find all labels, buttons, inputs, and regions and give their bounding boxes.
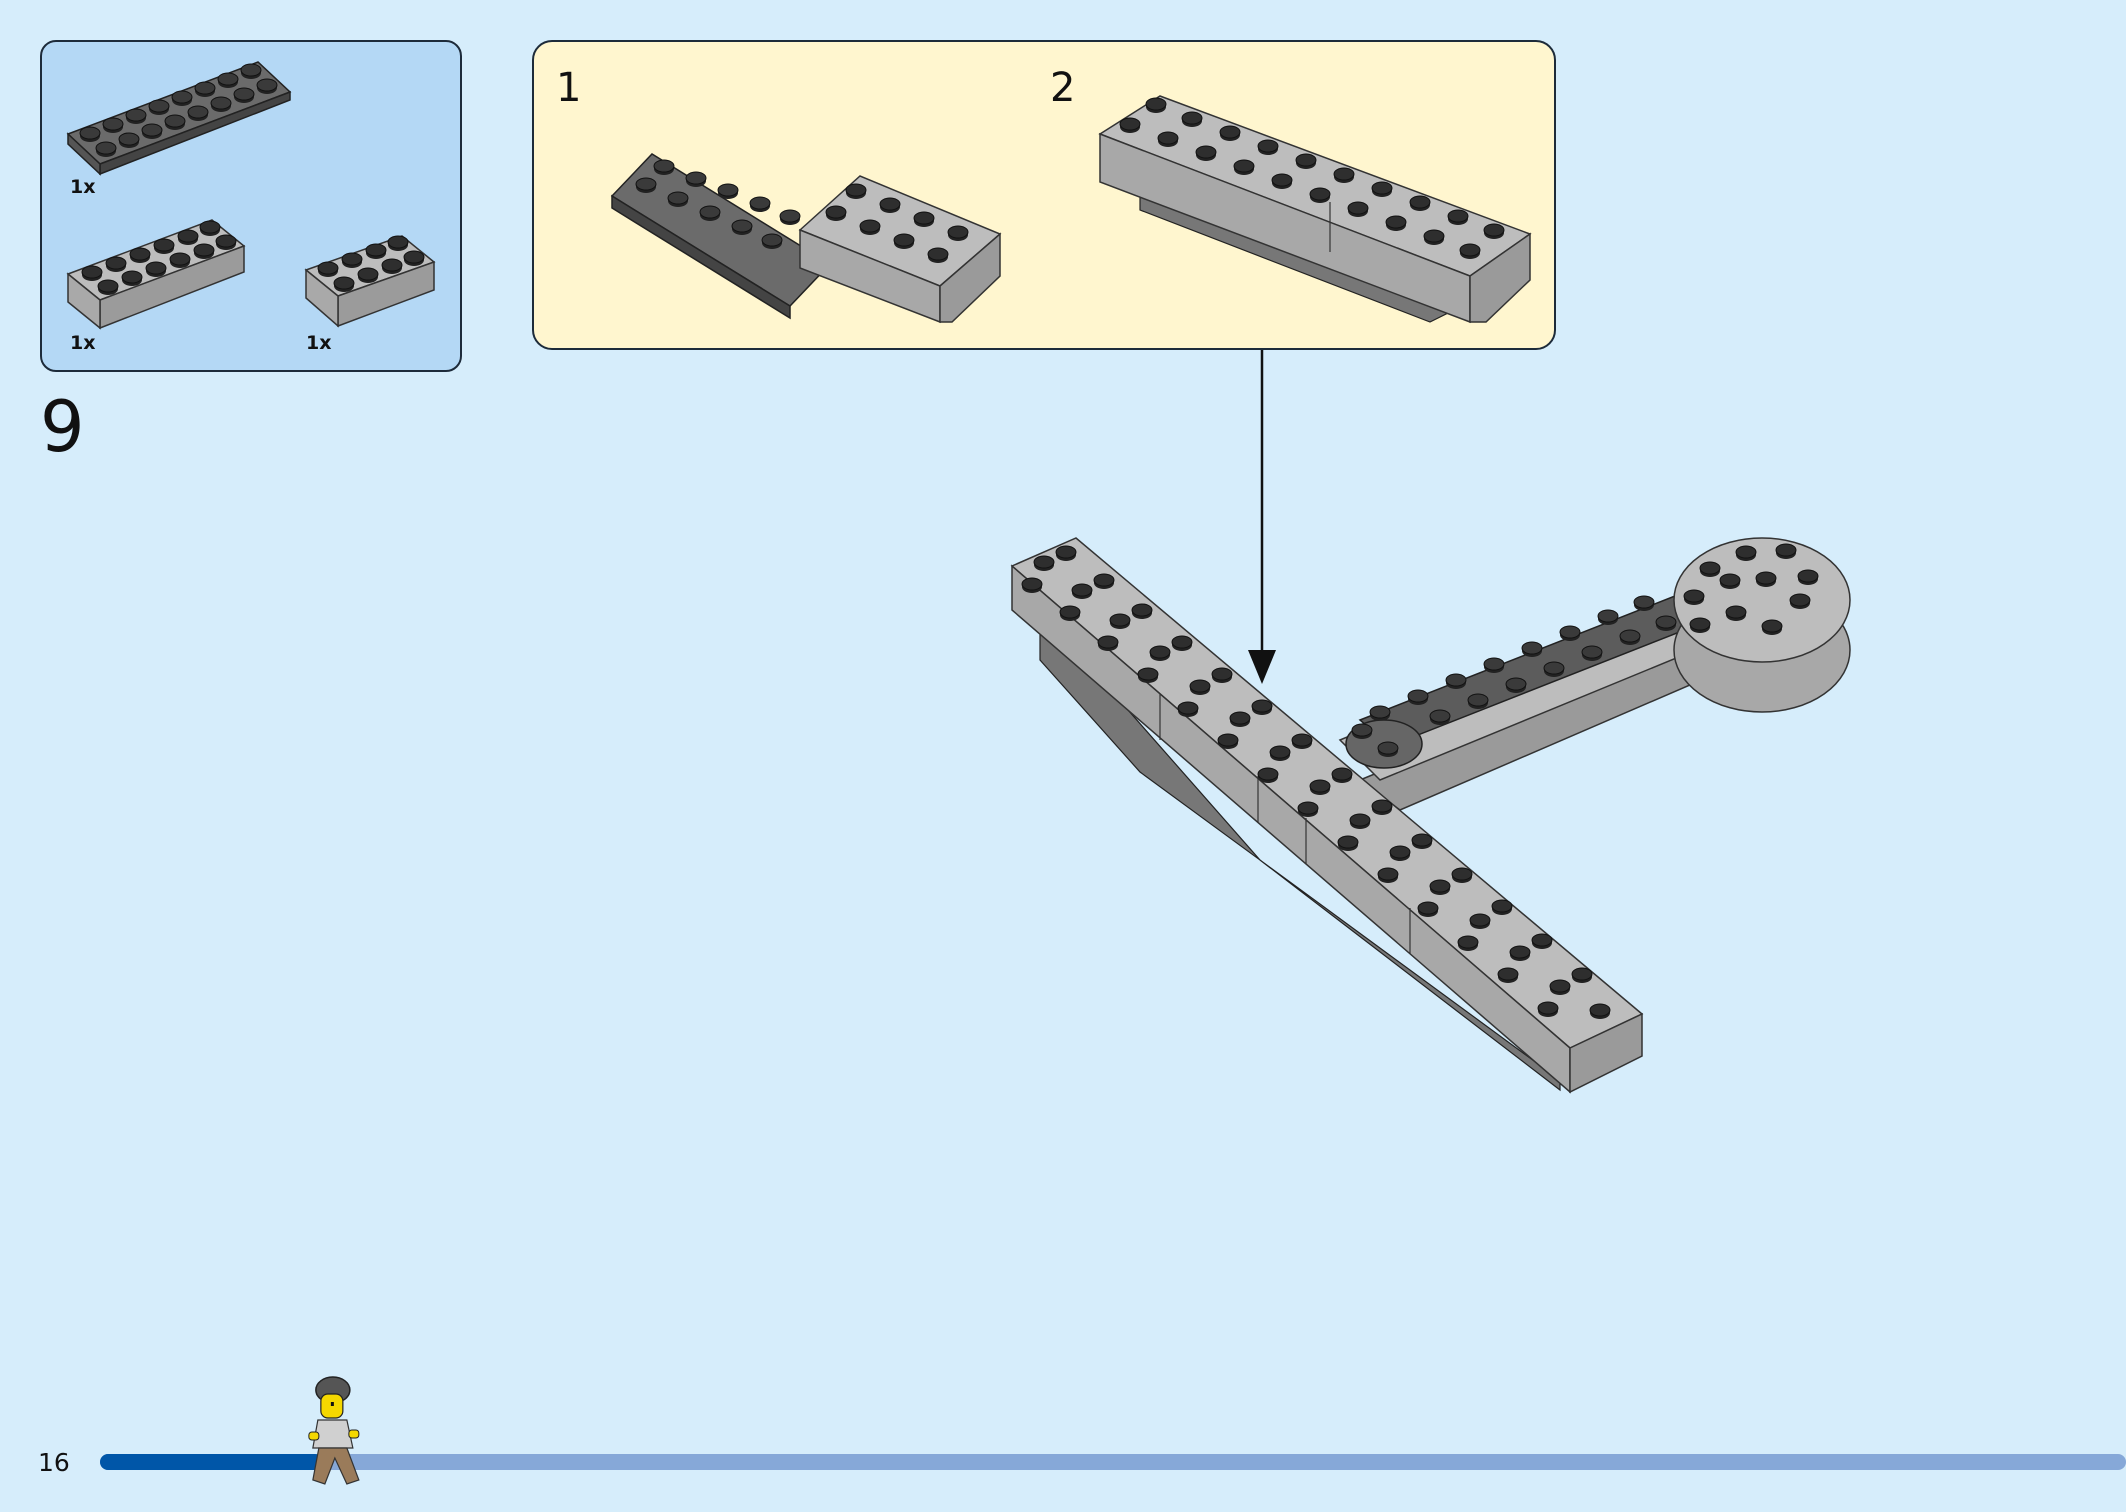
part-light-brick-2x4 (304, 235, 436, 328)
part-dark-plate-2x8 (66, 61, 292, 176)
substep-2-illustration (1098, 95, 1532, 324)
placement-arrow (1248, 350, 1276, 684)
substep-1-illustration (610, 153, 1002, 324)
progress-bar (100, 1454, 2126, 1470)
page-number: 16 (38, 1448, 70, 1477)
part-qty-1: 1x (70, 176, 96, 198)
part-qty-2: 1x (70, 332, 96, 354)
main-model-illustration (1010, 537, 1851, 1094)
substep-number-2: 2 (1050, 65, 1076, 111)
part-qty-3: 1x (306, 332, 332, 354)
step-number: 9 (40, 386, 85, 468)
progress-minifigure-icon (308, 1376, 360, 1485)
part-light-brick-2x6 (66, 219, 246, 330)
substep-number-1: 1 (556, 65, 582, 111)
